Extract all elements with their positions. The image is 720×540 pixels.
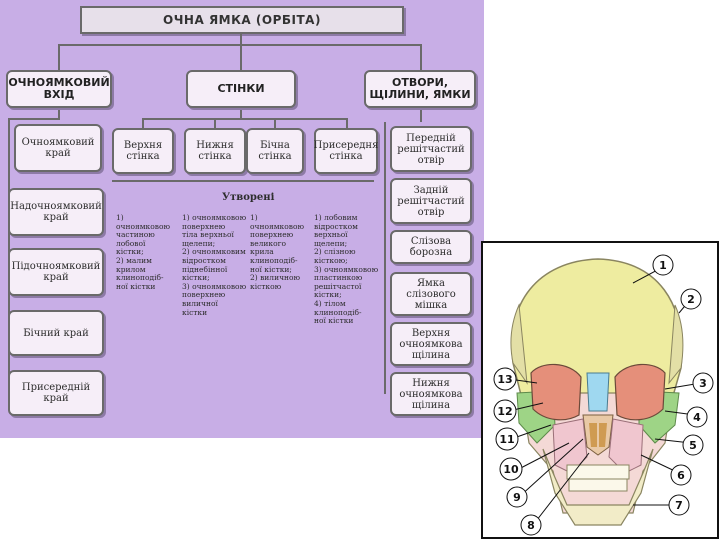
svg-text:5: 5 [689,439,697,452]
svg-text:13: 13 [497,373,512,386]
svg-text:3: 3 [699,377,707,390]
entrance-item: Надочноямковий край [8,188,104,236]
entrance-item: Очноямковий край [14,124,102,172]
formed-column-upper: 1) очноямковою частиною лобової кістки; … [116,213,171,291]
label-6: 6 [670,464,692,486]
entrance-item: Бічний край [8,310,104,356]
connector-line [58,108,60,120]
opening-item: Слізова борозна [390,230,472,264]
left-orbit [614,363,666,421]
opening-item: Верхня очноямкова щілина [390,322,472,366]
svg-text:2: 2 [687,293,695,306]
svg-text:4: 4 [693,411,701,424]
formed-column-medial: 1) лобовим відростком верхньої щелепи; 2… [314,213,379,326]
wall-item: Верхня стінка [112,128,174,174]
svg-text:9: 9 [513,491,521,504]
connector-line [112,180,374,182]
svg-text:12: 12 [497,405,512,418]
label-3: 3 [692,372,714,394]
skull-illustration-frame: 1 2 3 4 5 6 7 8 9 10 11 12 13 [481,241,719,539]
wall-item: Бічна стінка [246,128,304,174]
lower-teeth [568,478,628,492]
connector-line [240,34,242,44]
connector-line [274,118,276,128]
label-5: 5 [682,434,704,456]
svg-text:11: 11 [499,433,514,446]
connector-line [142,118,144,128]
label-11: 11 [495,427,519,451]
formed-column-lower: 1) очноямковою поверхнею тіла верхньої щ… [182,213,247,317]
connector-line [58,44,60,70]
connector-line [420,108,422,122]
label-13: 13 [493,367,517,391]
connector-line [8,118,60,120]
svg-text:7: 7 [675,499,683,512]
opening-item: Ямка слізового мішка [390,272,472,316]
wall-item: Присередня стінка [314,128,378,174]
connector-line [346,118,348,128]
opening-item: Задній решітчастий отвір [390,178,472,224]
wall-item: Нижня стінка [184,128,246,174]
formed-label: Утворені [222,192,275,203]
connector-line [240,44,242,70]
label-4: 4 [686,406,708,428]
orbit-diagram-panel: ОЧНА ЯМКА (ОРБІТА) ОЧНОЯМКОВИЙ ВХІД СТІН… [0,0,484,438]
connector-line [240,108,242,118]
opening-item: Передній решітчастий отвір [390,126,472,172]
nasal-concha [589,423,597,447]
connector-line [142,118,348,120]
diagram-title: ОЧНА ЯМКА (ОРБІТА) [80,6,404,34]
label-7: 7 [668,494,690,516]
svg-text:1: 1 [659,259,667,272]
svg-text:8: 8 [527,519,535,532]
skull-illustration: 1 2 3 4 5 6 7 8 9 10 11 12 13 [493,254,714,536]
maxilla-left [608,418,644,474]
label-12: 12 [493,399,517,423]
ethmoid-bone [586,372,610,412]
label-8: 8 [520,514,542,536]
svg-text:10: 10 [503,463,519,476]
connector-line [420,44,422,70]
label-2: 2 [680,288,702,310]
parietal-bone [510,303,528,385]
formed-column-lateral: 1) очноямковою поверхнею великого крила … [250,213,305,291]
upper-teeth [566,464,630,480]
connector-line [384,122,386,394]
category-walls: СТІНКИ [186,70,296,108]
connector-line [214,118,216,128]
label-10: 10 [499,457,523,481]
nasal-concha [599,423,607,447]
svg-text:6: 6 [677,469,685,482]
entrance-item: Присередній край [8,370,104,416]
category-entrance: ОЧНОЯМКОВИЙ ВХІД [6,70,112,108]
mandible [542,448,654,526]
opening-item: Нижня очноямкова щілина [390,372,472,416]
category-openings: ОТВОРИ, ЩІЛИНИ, ЯМКИ [364,70,476,108]
right-orbit [530,363,582,421]
entrance-item: Підочноямковий край [8,248,104,296]
label-9: 9 [506,486,528,508]
parietal-bone [668,304,684,385]
label-1: 1 [652,254,674,276]
